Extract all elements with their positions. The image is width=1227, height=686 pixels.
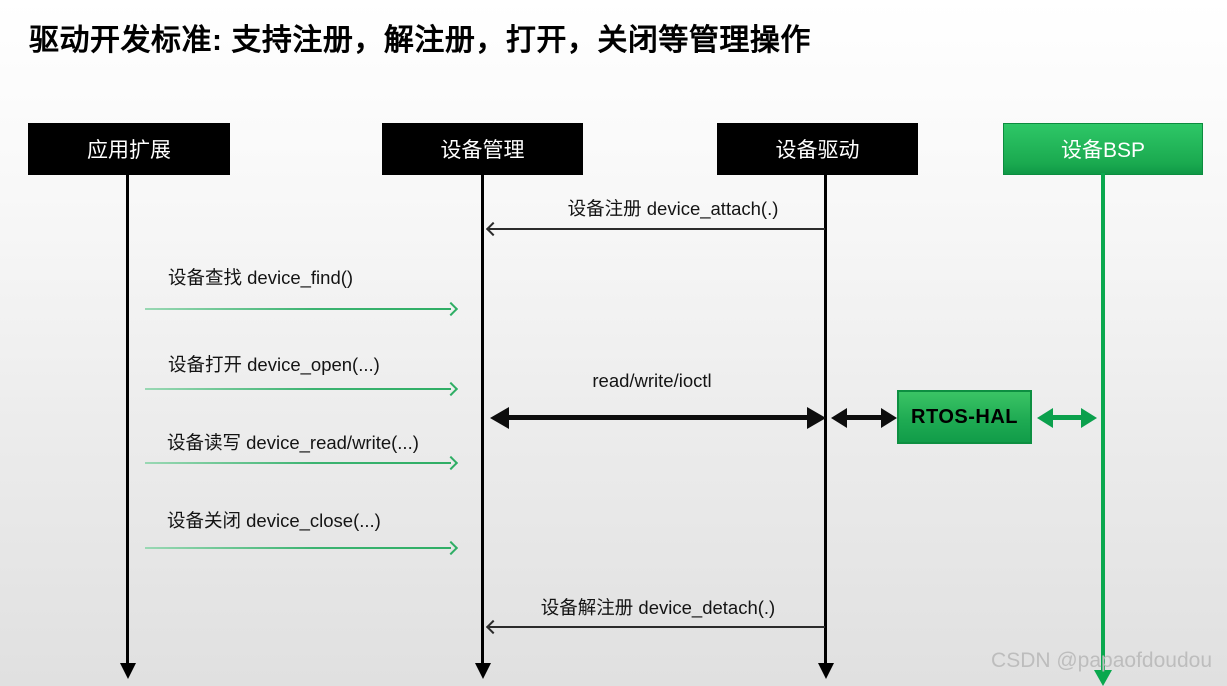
actor-app-extension: 应用扩展	[28, 123, 230, 175]
actor-device-bsp: 设备BSP	[1003, 123, 1203, 175]
arrow-head-right-icon	[443, 455, 459, 471]
message-label-device-read-write: 设备读写 device_read/write(...)	[167, 432, 419, 453]
message-label-device-detach: 设备解注册 device_detach(.)	[540, 597, 776, 618]
actor-device-driver-label: 设备驱动	[775, 139, 860, 162]
message-label-device-open: 设备打开 device_open(...)	[168, 354, 380, 375]
arrow-line-driver-to-hal	[847, 415, 881, 420]
lifeline-driver-arrow-down-icon	[818, 663, 834, 679]
arrow-line-device-attach	[489, 228, 825, 230]
arrow-head-left-icon	[485, 619, 501, 635]
arrow-head-left-icon	[831, 408, 847, 428]
arrow-head-right-icon	[881, 408, 897, 428]
arrow-line-hal-to-bsp	[1053, 415, 1081, 420]
actor-app-extension-label: 应用扩展	[87, 139, 171, 162]
rtos-hal-box: RTOS-HAL	[897, 390, 1032, 444]
arrow-line-device-find	[145, 308, 451, 310]
arrow-head-right-icon	[807, 407, 826, 429]
arrow-line-device-close	[145, 547, 451, 549]
arrow-head-right-icon	[443, 301, 459, 317]
lifeline-app-extension	[126, 175, 129, 663]
actor-device-manager: 设备管理	[382, 123, 583, 175]
arrow-head-right-icon	[1081, 408, 1097, 428]
arrow-line-read-write-ioctl	[509, 415, 807, 420]
lifeline-bsp-arrow-down-icon	[1094, 670, 1112, 686]
message-label-device-attach: 设备注册 device_attach(.)	[567, 198, 779, 219]
lifeline-manager-arrow-down-icon	[475, 663, 491, 679]
arrow-line-device-read-write	[145, 462, 451, 464]
message-label-device-find: 设备查找 device_find()	[168, 267, 354, 288]
actor-device-driver: 设备驱动	[717, 123, 918, 175]
arrow-head-left-icon	[485, 221, 501, 237]
lifeline-device-manager	[481, 175, 484, 663]
page-title: 驱动开发标准: 支持注册，解注册，打开，关闭等管理操作	[29, 24, 811, 57]
actor-device-bsp-label: 设备BSP	[1060, 139, 1146, 162]
arrow-head-right-icon	[443, 540, 459, 556]
arrow-line-device-detach	[489, 626, 825, 628]
message-label-read-write-ioctl: read/write/ioctl	[592, 370, 712, 391]
message-label-device-close: 设备关闭 device_close(...)	[167, 510, 381, 531]
arrow-head-left-icon	[490, 407, 509, 429]
arrow-line-device-open	[145, 388, 451, 390]
csdn-watermark: CSDN @papaofdoudou	[991, 649, 1212, 672]
lifeline-device-bsp	[1101, 173, 1105, 670]
arrow-head-left-icon	[1037, 408, 1053, 428]
rtos-hal-label: RTOS-HAL	[911, 405, 1018, 428]
arrow-head-right-icon	[443, 381, 459, 397]
lifeline-app-arrow-down-icon	[120, 663, 136, 679]
actor-device-manager-label: 设备管理	[440, 139, 525, 162]
